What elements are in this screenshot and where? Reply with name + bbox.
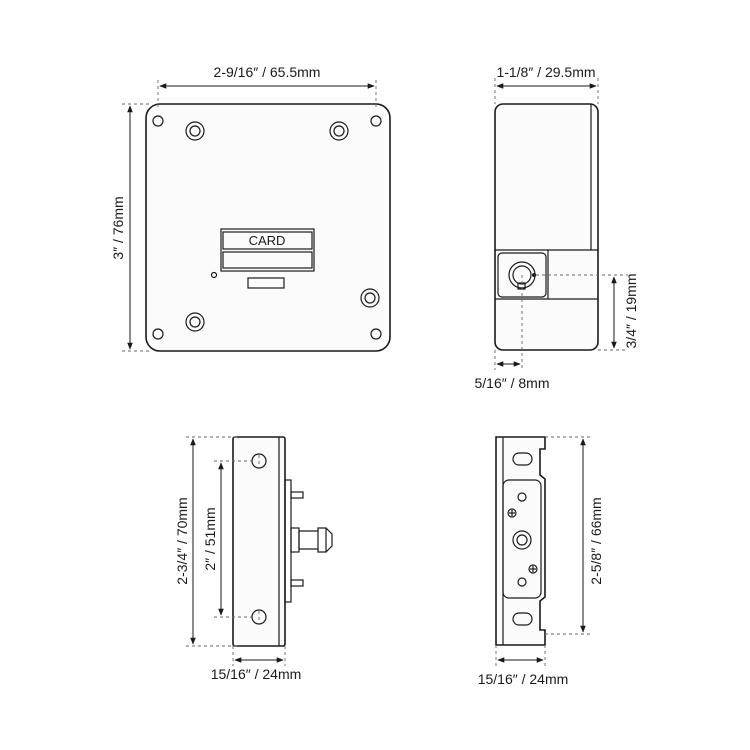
screw-hole-outer [185,312,205,332]
bottom-right-height-label: 2-5/8″ / 66mm [588,497,604,584]
screw-top [507,508,517,518]
corner-hole [370,328,382,340]
bottom-right-view: 2-5/8″ / 66mm 15/16″ / 24mm [478,436,604,687]
side-depth-label: 1-1/8″ / 29.5mm [496,64,595,80]
guide-pin-top [290,491,304,499]
slot-bottom [512,612,533,626]
guide-pin-bottom [290,579,304,587]
card-slot [222,251,313,269]
inner-plate [502,479,542,599]
card-panel [220,228,315,272]
corner-hole [370,115,382,127]
bottom-right-width-label: 15/16″ / 24mm [478,671,569,687]
small-hole-top [517,492,527,502]
screw-hole-outer [185,121,205,141]
card-label: CARD [249,233,286,248]
latch-slot [247,277,285,289]
screw-hole-inner [189,125,201,137]
side-height-label: 3/4″ / 19mm [623,274,639,349]
bolt-plate [284,479,292,603]
small-hole-bottom [517,577,527,587]
hole-spacing-label: 2″ / 51mm [202,507,218,570]
front-view: CARD 2-9/16″ / 65.5mm 3″ / 76mm [110,64,391,352]
center-hole-inner [516,534,528,546]
side-offset-label: 5/16″ / 8mm [475,375,550,391]
screw-hole-inner [189,316,201,328]
lock-pin [532,273,536,277]
screw-hole-inner [333,125,345,137]
center-hole-outer [512,530,532,550]
latch-bolt [298,527,333,553]
corner-hole [152,328,164,340]
screw-bottom [528,564,538,574]
slot-top [512,452,533,466]
screw-hole-inner [364,292,376,304]
bottom-left-view: 2-3/4″ / 70mm 2″ / 51mm 15/16″ / 24mm [174,436,333,682]
front-height-label: 3″ / 76mm [110,196,126,259]
card-label-box [222,231,313,250]
screw-hole-outer [360,288,380,308]
side-view-top: 1-1/8″ / 29.5mm 5/16″ / 8mm 3/4″ / 19mm [475,64,639,391]
bottom-left-width-label: 15/16″ / 24mm [211,666,302,682]
screw-hole-outer [329,121,349,141]
bolt-base [290,527,300,553]
indicator-dot [210,271,218,279]
front-plate [145,103,391,352]
mounting-holes [152,115,382,340]
corner-hole [152,115,164,127]
lock-tab [517,282,526,290]
bottom-left-height-label: 2-3/4″ / 70mm [174,497,190,584]
side-body [494,103,599,351]
lock-housing [497,252,547,298]
front-width-label: 2-9/16″ / 65.5mm [214,64,321,80]
